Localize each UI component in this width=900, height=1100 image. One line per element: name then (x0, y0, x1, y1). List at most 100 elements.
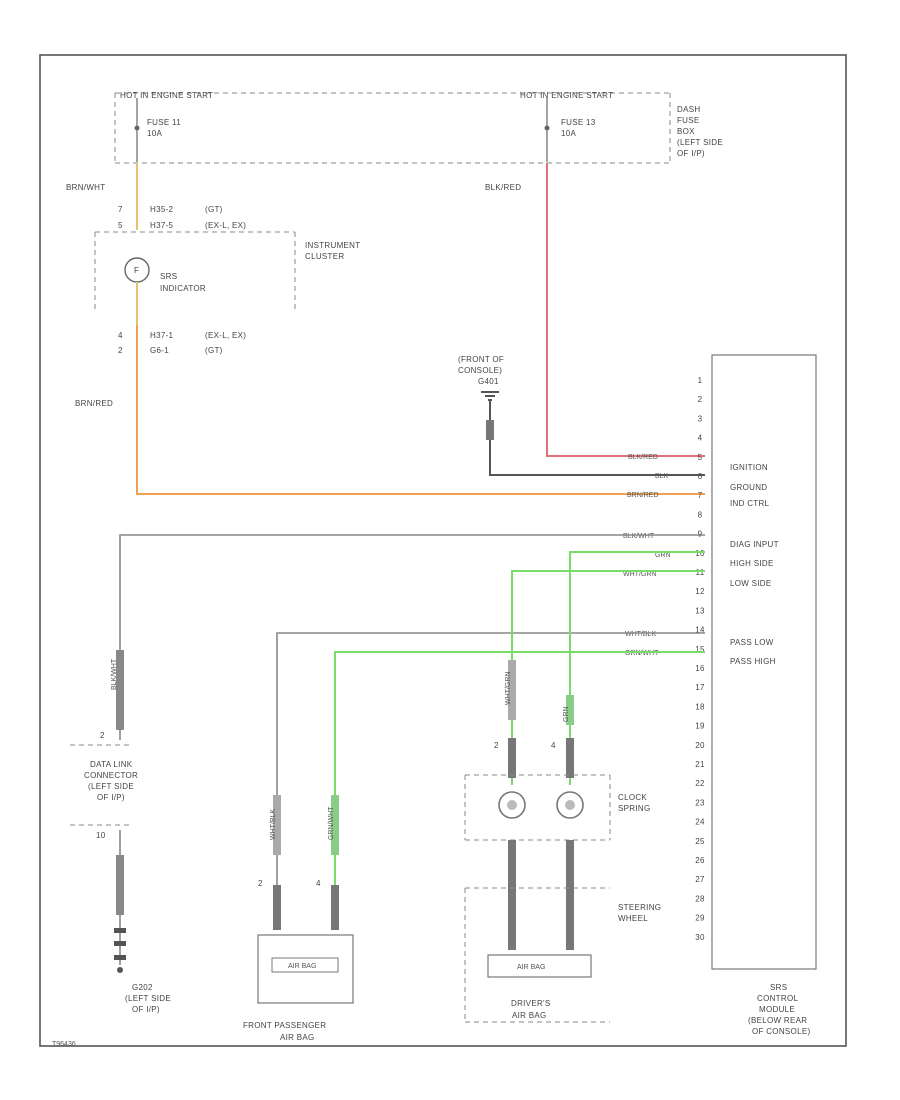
module-pin-8: 8 (698, 510, 703, 519)
passenger-pin-2: 2 (258, 879, 263, 888)
cluster-pin-7: 7 (118, 205, 123, 214)
wire-blk-red (546, 163, 705, 457)
ground-g401: (FRONT OF CONSOLE) G401 (458, 355, 705, 476)
passenger-pin-4: 4 (316, 879, 321, 888)
indicator-name-2: INDICATOR (160, 284, 206, 293)
module-name-5: OF CONSOLE) (752, 1027, 810, 1036)
indicator-name-1: SRS (160, 272, 177, 281)
passenger-name-2: AIR BAG (280, 1033, 315, 1042)
wire-label-brn-wht: BRN/WHT (66, 183, 105, 192)
right-fuse-header: HOT IN ENGINE START (520, 91, 613, 100)
module-pin-list: 1234567891011121314151617181920212223242… (695, 376, 705, 942)
module-pin-20: 20 (695, 741, 705, 750)
module-pin-10: 10 (695, 549, 705, 558)
module-pin-1: 1 (698, 376, 703, 385)
module-pin-16: 16 (695, 664, 705, 673)
pin-label-grn: GRN (655, 552, 671, 559)
module-pin-24: 24 (695, 818, 705, 827)
svg-text:F: F (134, 266, 139, 275)
driver-airbag-box (487, 954, 592, 978)
wire-label-wht-grn-vert: WHT/GRN (505, 672, 512, 705)
pin-label-blk: BLK (655, 473, 669, 480)
pin-label-brn-red: BRN/RED (627, 492, 659, 499)
srs-control-module: 1234567891011121314151617181920212223242… (695, 354, 817, 1036)
module-pin-30: 30 (695, 933, 705, 942)
module-name-2: CONTROL (757, 994, 798, 1003)
cluster-pin7-conn: H35-2 (150, 205, 174, 214)
cluster-pinA-note: (EX-L, EX) (205, 331, 246, 340)
clock-pin-4: 4 (551, 741, 556, 750)
cluster-name-1: INSTRUMENT (305, 241, 360, 250)
passenger-airbag-inner: AIR BAG (288, 963, 316, 970)
cluster-pin-2: 2 (118, 346, 123, 355)
module-pin-28: 28 (695, 894, 705, 903)
cluster-pin5-conn: H37-5 (150, 221, 174, 230)
pin-label-grn-wht: GRN/WHT (625, 650, 659, 657)
cluster-name-2: CLUSTER (305, 252, 344, 261)
module-pin-4: 4 (698, 434, 703, 443)
fn-low-side: LOW SIDE (730, 579, 772, 588)
fuse-13-label: FUSE 13 (561, 118, 596, 127)
fn-ind-ctrl: IND CTRL (730, 499, 770, 508)
cluster-pinB-conn: G6-1 (150, 346, 169, 355)
steering-name-1: STEERING (618, 903, 661, 912)
dlc-pin: 2 (100, 731, 105, 740)
dash-box-line-1: DASH (677, 105, 700, 114)
cluster-pin7-note: (GT) (205, 205, 223, 214)
module-pin-7: 7 (698, 491, 703, 500)
dlc-pin-lower: 10 (96, 831, 106, 840)
wire-label-blk-wht-vert: BLK/WHT (111, 658, 118, 690)
footer-code: T96436 (52, 1041, 76, 1048)
wire-label-grn-wht-vert: GRN/WHT (328, 806, 335, 840)
module-box (711, 354, 817, 970)
fn-ignition: IGNITION (730, 463, 768, 472)
clock-pin-2: 2 (494, 741, 499, 750)
module-pin-11: 11 (696, 568, 705, 577)
module-pin-29: 29 (695, 914, 705, 923)
module-pin-23: 23 (695, 798, 705, 807)
fuse-11-label: FUSE 11 (147, 118, 181, 127)
driver-name-2: AIR BAG (512, 1011, 547, 1020)
fuse-13-amp: 10A (561, 129, 576, 138)
g202-line-3: OF I/P) (132, 1005, 160, 1014)
dash-box-line-2: FUSE (677, 116, 700, 125)
g202-ground-icon (117, 967, 123, 973)
dash-box-line-4: (LEFT SIDE (677, 138, 723, 147)
cluster-pin-5: 5 (118, 221, 123, 230)
pin-label-blk-red: BLK/RED (628, 454, 658, 461)
dlc-name-4: OF I/P) (97, 793, 125, 802)
module-pin-13: 13 (695, 606, 705, 615)
fuse-11-amp: 10A (147, 129, 162, 138)
module-name-4: (BELOW REAR (748, 1016, 807, 1025)
module-pin-26: 26 (695, 856, 705, 865)
g401-line-1: (FRONT OF (458, 355, 504, 364)
wire-label-wht-blk-vert: WHT/BLK (270, 809, 277, 840)
front-passenger-air-bag: WHT/BLK GRN/WHT 2 4 AIR BAG FRONT PASSEN… (243, 632, 705, 1042)
clock-name-1: CLOCK (618, 793, 647, 802)
wire-label-brn-red: BRN/RED (75, 399, 113, 408)
module-pin-9: 9 (698, 530, 703, 539)
cluster-pinB-note: (GT) (205, 346, 223, 355)
fn-diag-input: DIAG INPUT (730, 540, 779, 549)
g401-line-2: CONSOLE) (458, 366, 502, 375)
instrument-cluster: BRN/WHT 7 5 H35-2 (GT) H37-5 (EX-L, EX) … (66, 163, 360, 355)
dlc-name-1: DATA LINK (90, 760, 133, 769)
module-pin-15: 15 (695, 645, 705, 654)
g401-line-3: G401 (478, 377, 499, 386)
module-pin-5: 5 (698, 453, 703, 462)
steering-wheel: STEERING WHEEL AIR BAG DRIVER'S AIR BAG (464, 887, 661, 1023)
driver-airbag-inner: AIR BAG (517, 964, 545, 971)
left-fuse-header: HOT IN ENGINE START (120, 91, 213, 100)
pin-label-wht-grn: WHT/GRN (623, 571, 656, 578)
clock-spring: WHT/GRN GRN 2 4 CLOCK SPRING (464, 551, 705, 950)
dlc-name-3: (LEFT SIDE (88, 782, 134, 791)
wire-label-blk-red: BLK/RED (485, 183, 521, 192)
g202-line-1: G202 (132, 983, 153, 992)
steering-name-2: WHEEL (618, 914, 648, 923)
pin-label-wht-blk: WHT/BLK (625, 631, 656, 638)
module-pin-12: 12 (695, 587, 705, 596)
fn-pass-low: PASS LOW (730, 638, 774, 647)
passenger-name-1: FRONT PASSENGER (243, 1021, 326, 1030)
cluster-pinA-conn: H37-1 (150, 331, 174, 340)
